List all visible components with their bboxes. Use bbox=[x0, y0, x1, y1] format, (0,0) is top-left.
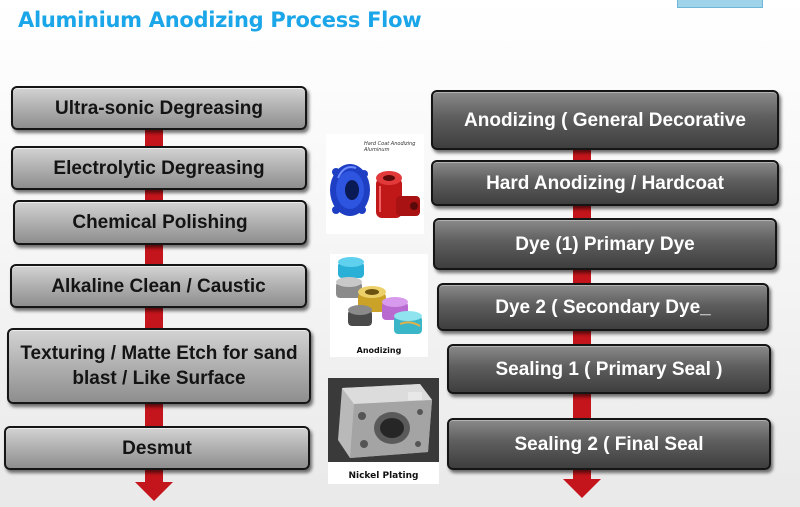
step-dye-secondary: Dye 2 ( Secondary Dye_ bbox=[437, 283, 769, 331]
anodizing-rings-image: Anodizing bbox=[330, 254, 428, 357]
blue-flange-part bbox=[330, 164, 370, 216]
step-texturing-matte-etch: Texturing / Matte Etch for sand blast / … bbox=[7, 328, 311, 404]
nickel-plated-part bbox=[338, 384, 432, 458]
page-title: Aluminium Anodizing Process Flow bbox=[18, 8, 422, 32]
step-ultrasonic-degreasing: Ultra-sonic Degreasing bbox=[11, 86, 307, 130]
red-part bbox=[376, 171, 420, 218]
step-sealing-final: Sealing 2 ( Final Seal bbox=[447, 418, 771, 470]
step-electrolytic-degreasing: Electrolytic Degreasing bbox=[11, 146, 307, 190]
step-alkaline-clean: Alkaline Clean / Caustic bbox=[10, 264, 307, 308]
step-hard-anodizing: Hard Anodizing / Hardcoat bbox=[431, 160, 779, 206]
anodized-rings bbox=[336, 257, 422, 334]
corner-tab bbox=[677, 0, 763, 8]
hardcoat-parts-illustration bbox=[330, 164, 420, 218]
right-flow-arrowhead bbox=[563, 479, 601, 498]
nickel-plating-image: Nickel Plating bbox=[328, 378, 439, 484]
hardcoat-image-label: Hard Coat Anodizing Aluminum bbox=[364, 141, 416, 153]
step-desmut: Desmut bbox=[4, 426, 310, 470]
step-dye-primary: Dye (1) Primary Dye bbox=[433, 218, 777, 270]
step-anodizing-general: Anodizing ( General Decorative bbox=[431, 90, 779, 150]
step-chemical-polishing: Chemical Polishing bbox=[13, 200, 307, 245]
hardcoat-parts-image: Hard Coat Anodizing Aluminum bbox=[326, 134, 424, 234]
left-flow-arrowhead bbox=[135, 482, 173, 501]
step-sealing-primary: Sealing 1 ( Primary Seal ) bbox=[447, 344, 771, 394]
nickel-plating-caption: Nickel Plating bbox=[348, 471, 419, 481]
nickel-part-illustration bbox=[328, 378, 439, 462]
anodizing-rings-illustration bbox=[336, 257, 422, 334]
anodizing-caption: Anodizing bbox=[356, 346, 402, 355]
